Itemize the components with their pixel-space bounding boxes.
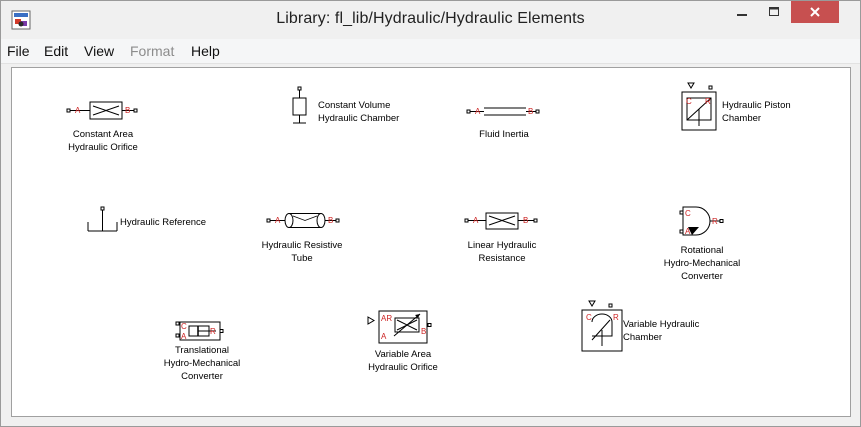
library-canvas: A B Constant Area Hydraulic Orifice Cons… — [11, 67, 851, 417]
rotational-converter-icon: C A R — [679, 206, 724, 236]
port-c-label: C — [181, 322, 187, 331]
block-label: Fluid Inertia — [479, 129, 529, 140]
port-r-label: R — [210, 327, 216, 336]
block-label: Translational Hydro-Mechanical Converter — [163, 345, 241, 382]
chamber-icon — [292, 86, 307, 124]
port-a-label: A — [75, 106, 81, 115]
block-hydraulic-reference[interactable]: Hydraulic Reference — [84, 206, 224, 236]
block-label: Constant Volume Hydraulic Chamber — [318, 100, 400, 124]
block-label: Variable Area Hydraulic Orifice — [368, 349, 438, 373]
block-variable-chamber[interactable]: C R Variable Hydraulic Chamber — [580, 300, 740, 370]
linear-resistance-icon: A B — [464, 212, 538, 230]
block-piston-chamber[interactable]: C R Hydraulic Piston Chamber — [676, 82, 836, 142]
port-a-label: A — [685, 227, 691, 236]
port-b-label: B — [125, 106, 130, 115]
translational-converter-icon: C A R — [175, 321, 224, 341]
block-fluid-inertia[interactable]: A B Fluid Inertia — [466, 104, 556, 144]
variable-orifice-icon: AR A B — [367, 310, 432, 344]
port-a-label: A — [275, 216, 281, 225]
block-label: Linear Hydraulic Resistance — [467, 240, 537, 264]
close-icon — [810, 7, 820, 17]
orifice-icon: A B — [66, 101, 138, 120]
fluid-inertia-icon: A B — [466, 107, 540, 116]
port-a-label: A — [475, 107, 481, 116]
port-a-label: A — [181, 332, 187, 341]
port-a-label: A — [381, 332, 387, 341]
block-translational-converter[interactable]: C A R Translational Hydro-Mechanical Con… — [160, 320, 260, 390]
block-label: Hydraulic Piston Chamber — [722, 100, 791, 124]
maximize-icon — [769, 7, 779, 16]
matlab-app-icon[interactable] — [11, 10, 31, 30]
minimize-button[interactable] — [727, 1, 757, 23]
variable-chamber-icon: C R — [581, 300, 623, 352]
port-b-label: B — [528, 107, 533, 116]
menu-help[interactable]: Help — [191, 43, 220, 59]
block-rotational-converter[interactable]: C A R Rotational Hydro-Mechanical Conver… — [652, 204, 762, 284]
piston-chamber-icon: C R — [681, 82, 717, 131]
port-b-label: B — [328, 216, 333, 225]
port-r-label: R — [705, 97, 711, 106]
block-label: Hydraulic Reference — [120, 217, 207, 228]
resistive-tube-icon: A B — [266, 213, 340, 228]
title-bar[interactable]: Library: fl_lib/Hydraulic/Hydraulic Elem… — [1, 1, 860, 39]
menu-edit[interactable]: Edit — [44, 43, 69, 59]
maximize-button[interactable] — [759, 1, 789, 23]
block-linear-resistance[interactable]: A B Linear Hydraulic Resistance — [464, 211, 564, 267]
port-b-label: B — [421, 327, 426, 336]
close-button[interactable] — [791, 1, 839, 23]
port-b-label: B — [523, 216, 528, 225]
block-label: Variable Hydraulic Chamber — [623, 319, 700, 343]
block-label: Rotational Hydro-Mechanical Converter — [663, 245, 741, 282]
menu-format[interactable]: Format — [130, 43, 175, 59]
port-a-label: A — [473, 216, 479, 225]
menu-bar: File Edit View Format Help — [1, 39, 860, 64]
block-label: Constant Area Hydraulic Orifice — [68, 129, 138, 153]
menu-view[interactable]: View — [84, 43, 115, 59]
block-constant-volume-chamber[interactable]: Constant Volume Hydraulic Chamber — [290, 86, 430, 130]
port-r-label: R — [712, 217, 718, 226]
window-title: Library: fl_lib/Hydraulic/Hydraulic Elem… — [276, 10, 585, 27]
block-label: Hydraulic Resistive Tube — [261, 240, 343, 264]
menu-file[interactable]: File — [7, 43, 30, 59]
block-resistive-tube[interactable]: A B Hydraulic Resistive Tube — [262, 211, 376, 267]
port-c-label: C — [586, 313, 592, 322]
reference-icon — [87, 206, 118, 232]
port-r-label: R — [613, 313, 619, 322]
port-c-label: C — [686, 97, 692, 106]
block-variable-area-orifice[interactable]: AR A B Variable Area Hydraulic Orifice — [366, 308, 476, 378]
port-c-label: C — [685, 209, 691, 218]
port-ar-label: AR — [381, 314, 392, 323]
block-constant-area-orifice[interactable]: A B Constant Area Hydraulic Orifice — [64, 100, 154, 156]
minimize-icon — [737, 14, 747, 16]
